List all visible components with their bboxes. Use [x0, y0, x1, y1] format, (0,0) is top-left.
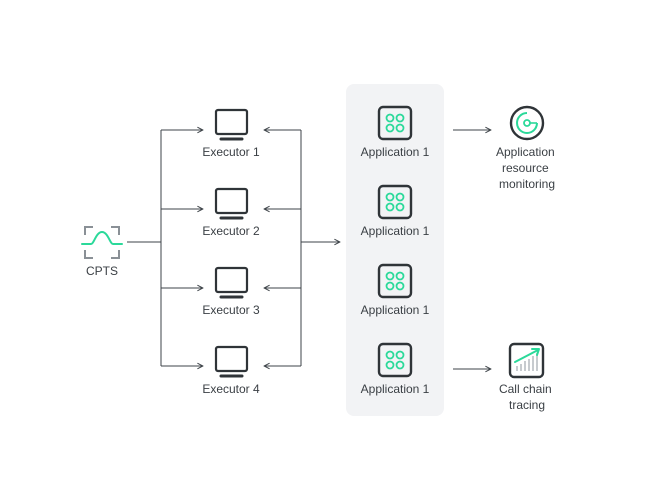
application-label: Application 1: [361, 145, 430, 159]
app-grid-icon: [377, 105, 413, 141]
application-node: Application 1: [361, 184, 430, 238]
executor-label: Executor 2: [202, 224, 260, 238]
application-node: Application 1: [361, 342, 430, 396]
monitoring-label: Application resource monitoring: [496, 145, 558, 191]
monitor-icon: [214, 187, 249, 220]
applications-to-outputs-connectors: [453, 130, 491, 369]
monitor-icon: [214, 345, 249, 378]
tracing-label-line: Call chain: [499, 382, 552, 396]
executor-node: Executor 1: [202, 108, 260, 159]
tracing-label-line: tracing: [509, 398, 545, 412]
cpts-waveform-icon: [81, 226, 123, 259]
tracing-node: Call chain tracing: [499, 342, 555, 412]
application-node: Application 1: [361, 263, 430, 317]
app-grid-icon: [377, 184, 413, 220]
executor-label: Executor 4: [202, 382, 260, 396]
executor-node: Executor 2: [202, 187, 260, 238]
application-panel: [346, 84, 444, 416]
tracing-label: Call chain tracing: [499, 382, 555, 412]
executor-node: Executor 3: [202, 266, 260, 317]
monitoring-label-line: Application: [496, 145, 555, 159]
trend-chart-icon: [508, 342, 545, 379]
monitor-icon: [214, 108, 249, 141]
gauge-icon: [509, 105, 545, 141]
application-node: Application 1: [361, 105, 430, 159]
monitoring-label-line: monitoring: [499, 177, 555, 191]
monitoring-node: Application resource monitoring: [496, 105, 558, 191]
cpts-node: CPTS: [81, 226, 123, 278]
app-grid-icon: [377, 263, 413, 299]
app-grid-icon: [377, 342, 413, 378]
cpts-label: CPTS: [86, 264, 118, 278]
executor-label: Executor 3: [202, 303, 260, 317]
application-label: Application 1: [361, 303, 430, 317]
executor-node: Executor 4: [202, 345, 260, 396]
applications-to-executors-connectors: [264, 130, 340, 366]
monitor-icon: [214, 266, 249, 299]
cpts-to-executors-connectors: [127, 130, 203, 366]
monitoring-label-line: resource: [502, 161, 549, 175]
executor-label: Executor 1: [202, 145, 260, 159]
application-label: Application 1: [361, 382, 430, 396]
application-label: Application 1: [361, 224, 430, 238]
